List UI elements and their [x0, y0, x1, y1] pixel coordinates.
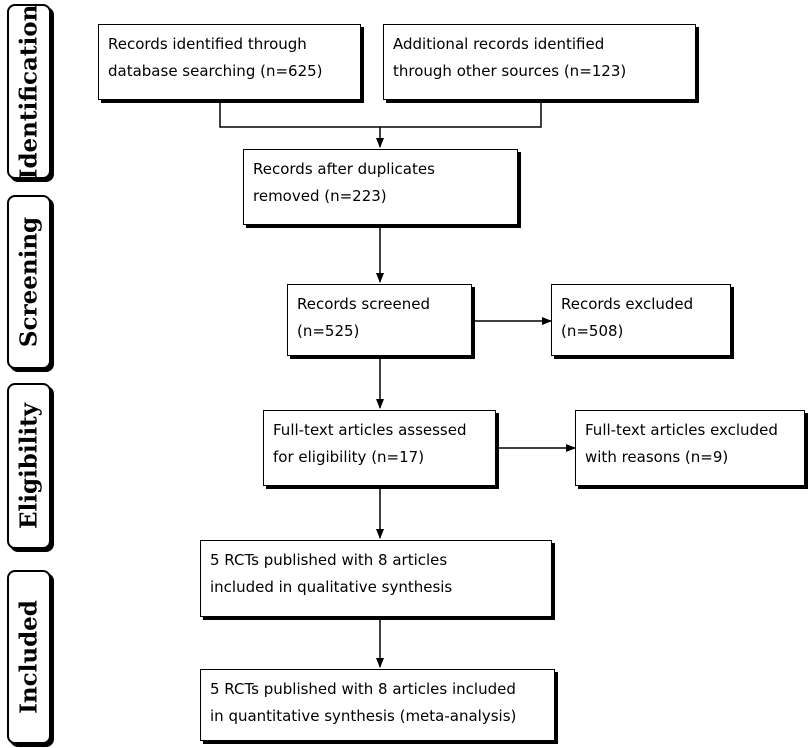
box-qualitative-synthesis: 5 RCTs published with 8 articles include… [200, 540, 552, 617]
box-records-excluded: Records excluded (n=508) [551, 284, 731, 356]
phase-identification-label: Identification [15, 4, 43, 179]
merge-connector [219, 100, 542, 128]
phase-eligibility: Eligibility [7, 383, 51, 549]
phase-included-label: Included [15, 600, 43, 714]
box-database-records: Records identified through database sear… [98, 24, 361, 100]
box-fulltext-excluded: Full-text articles excluded with reasons… [575, 410, 805, 486]
phase-identification: Identification [7, 4, 51, 179]
phase-eligibility-label: Eligibility [15, 402, 43, 530]
phase-included: Included [7, 570, 51, 744]
box-fulltext-assessed: Full-text articles assessed for eligibil… [263, 410, 496, 486]
box-records-screened: Records screened (n=525) [287, 284, 472, 356]
phase-screening-label: Screening [15, 216, 43, 348]
phase-screening: Screening [7, 195, 51, 369]
box-other-records: Additional records identified through ot… [383, 24, 696, 100]
box-after-duplicates: Records after duplicates removed (n=223) [243, 149, 518, 225]
box-quantitative-synthesis: 5 RCTs published with 8 articles include… [200, 669, 555, 741]
